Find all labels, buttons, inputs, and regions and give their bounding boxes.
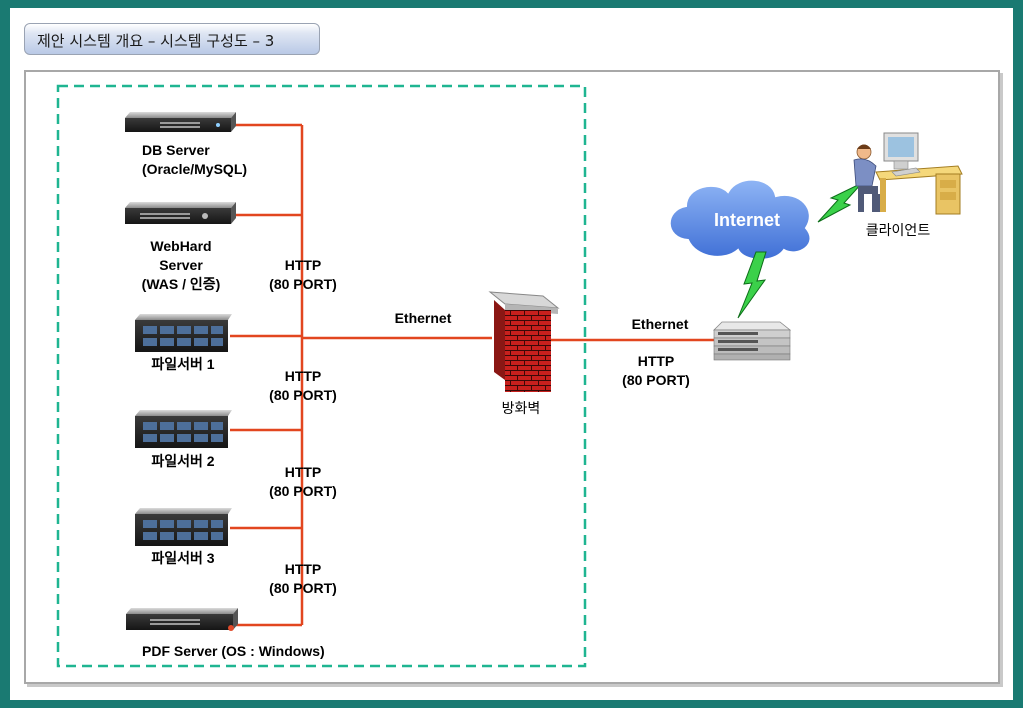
pdf-server-label: PDF Server (OS : Windows) — [142, 643, 325, 659]
server-zone-border — [56, 84, 587, 668]
ethernet-label-right: Ethernet — [631, 316, 689, 332]
switch-icon — [713, 321, 792, 361]
db-server-label: DB Server (Oracle/MySQL) — [142, 142, 248, 177]
internet-label: Internet — [713, 210, 780, 230]
internet-cloud-icon — [668, 178, 812, 261]
connection-lines — [230, 123, 716, 627]
webhard-server-icon — [125, 202, 236, 224]
ethernet-label-left: Ethernet — [394, 310, 452, 326]
http-label-1: HTTP (80 PORT) — [269, 257, 337, 292]
client-label: 클라이언트 — [865, 223, 931, 239]
http-label-2: HTTP (80 PORT) — [269, 368, 337, 403]
file-server-1-icon — [135, 314, 232, 352]
file-server-3-icon — [135, 508, 232, 546]
firewall-label: 방화벽 — [501, 401, 541, 417]
pdf-server-icon — [126, 608, 238, 631]
file-server-2-label: 파일서버 2 — [151, 453, 215, 469]
file-server-2-icon — [135, 410, 232, 448]
file-server-3-label: 파일서버 3 — [151, 550, 215, 566]
http-label-3: HTTP (80 PORT) — [269, 464, 337, 499]
http-label-right: HTTP (80 PORT) — [622, 353, 690, 388]
diagram-panel — [24, 70, 1000, 684]
lightning-bolt-icon — [737, 251, 767, 319]
page-title: 제안 시스템 개요 – 시스템 구성도 – 3 — [37, 32, 275, 50]
client-workstation-icon — [853, 132, 963, 215]
http-label-4: HTTP (80 PORT) — [269, 561, 337, 596]
db-server-icon — [125, 112, 236, 132]
file-server-1-label: 파일서버 1 — [151, 356, 215, 372]
title-tab: 제안 시스템 개요 – 시스템 구성도 – 3 — [24, 23, 320, 55]
webhard-server-label: WebHard Server (WAS / 인증) — [141, 238, 221, 292]
lightning-bolt-icon-2 — [817, 182, 863, 223]
firewall-icon — [488, 291, 560, 392]
